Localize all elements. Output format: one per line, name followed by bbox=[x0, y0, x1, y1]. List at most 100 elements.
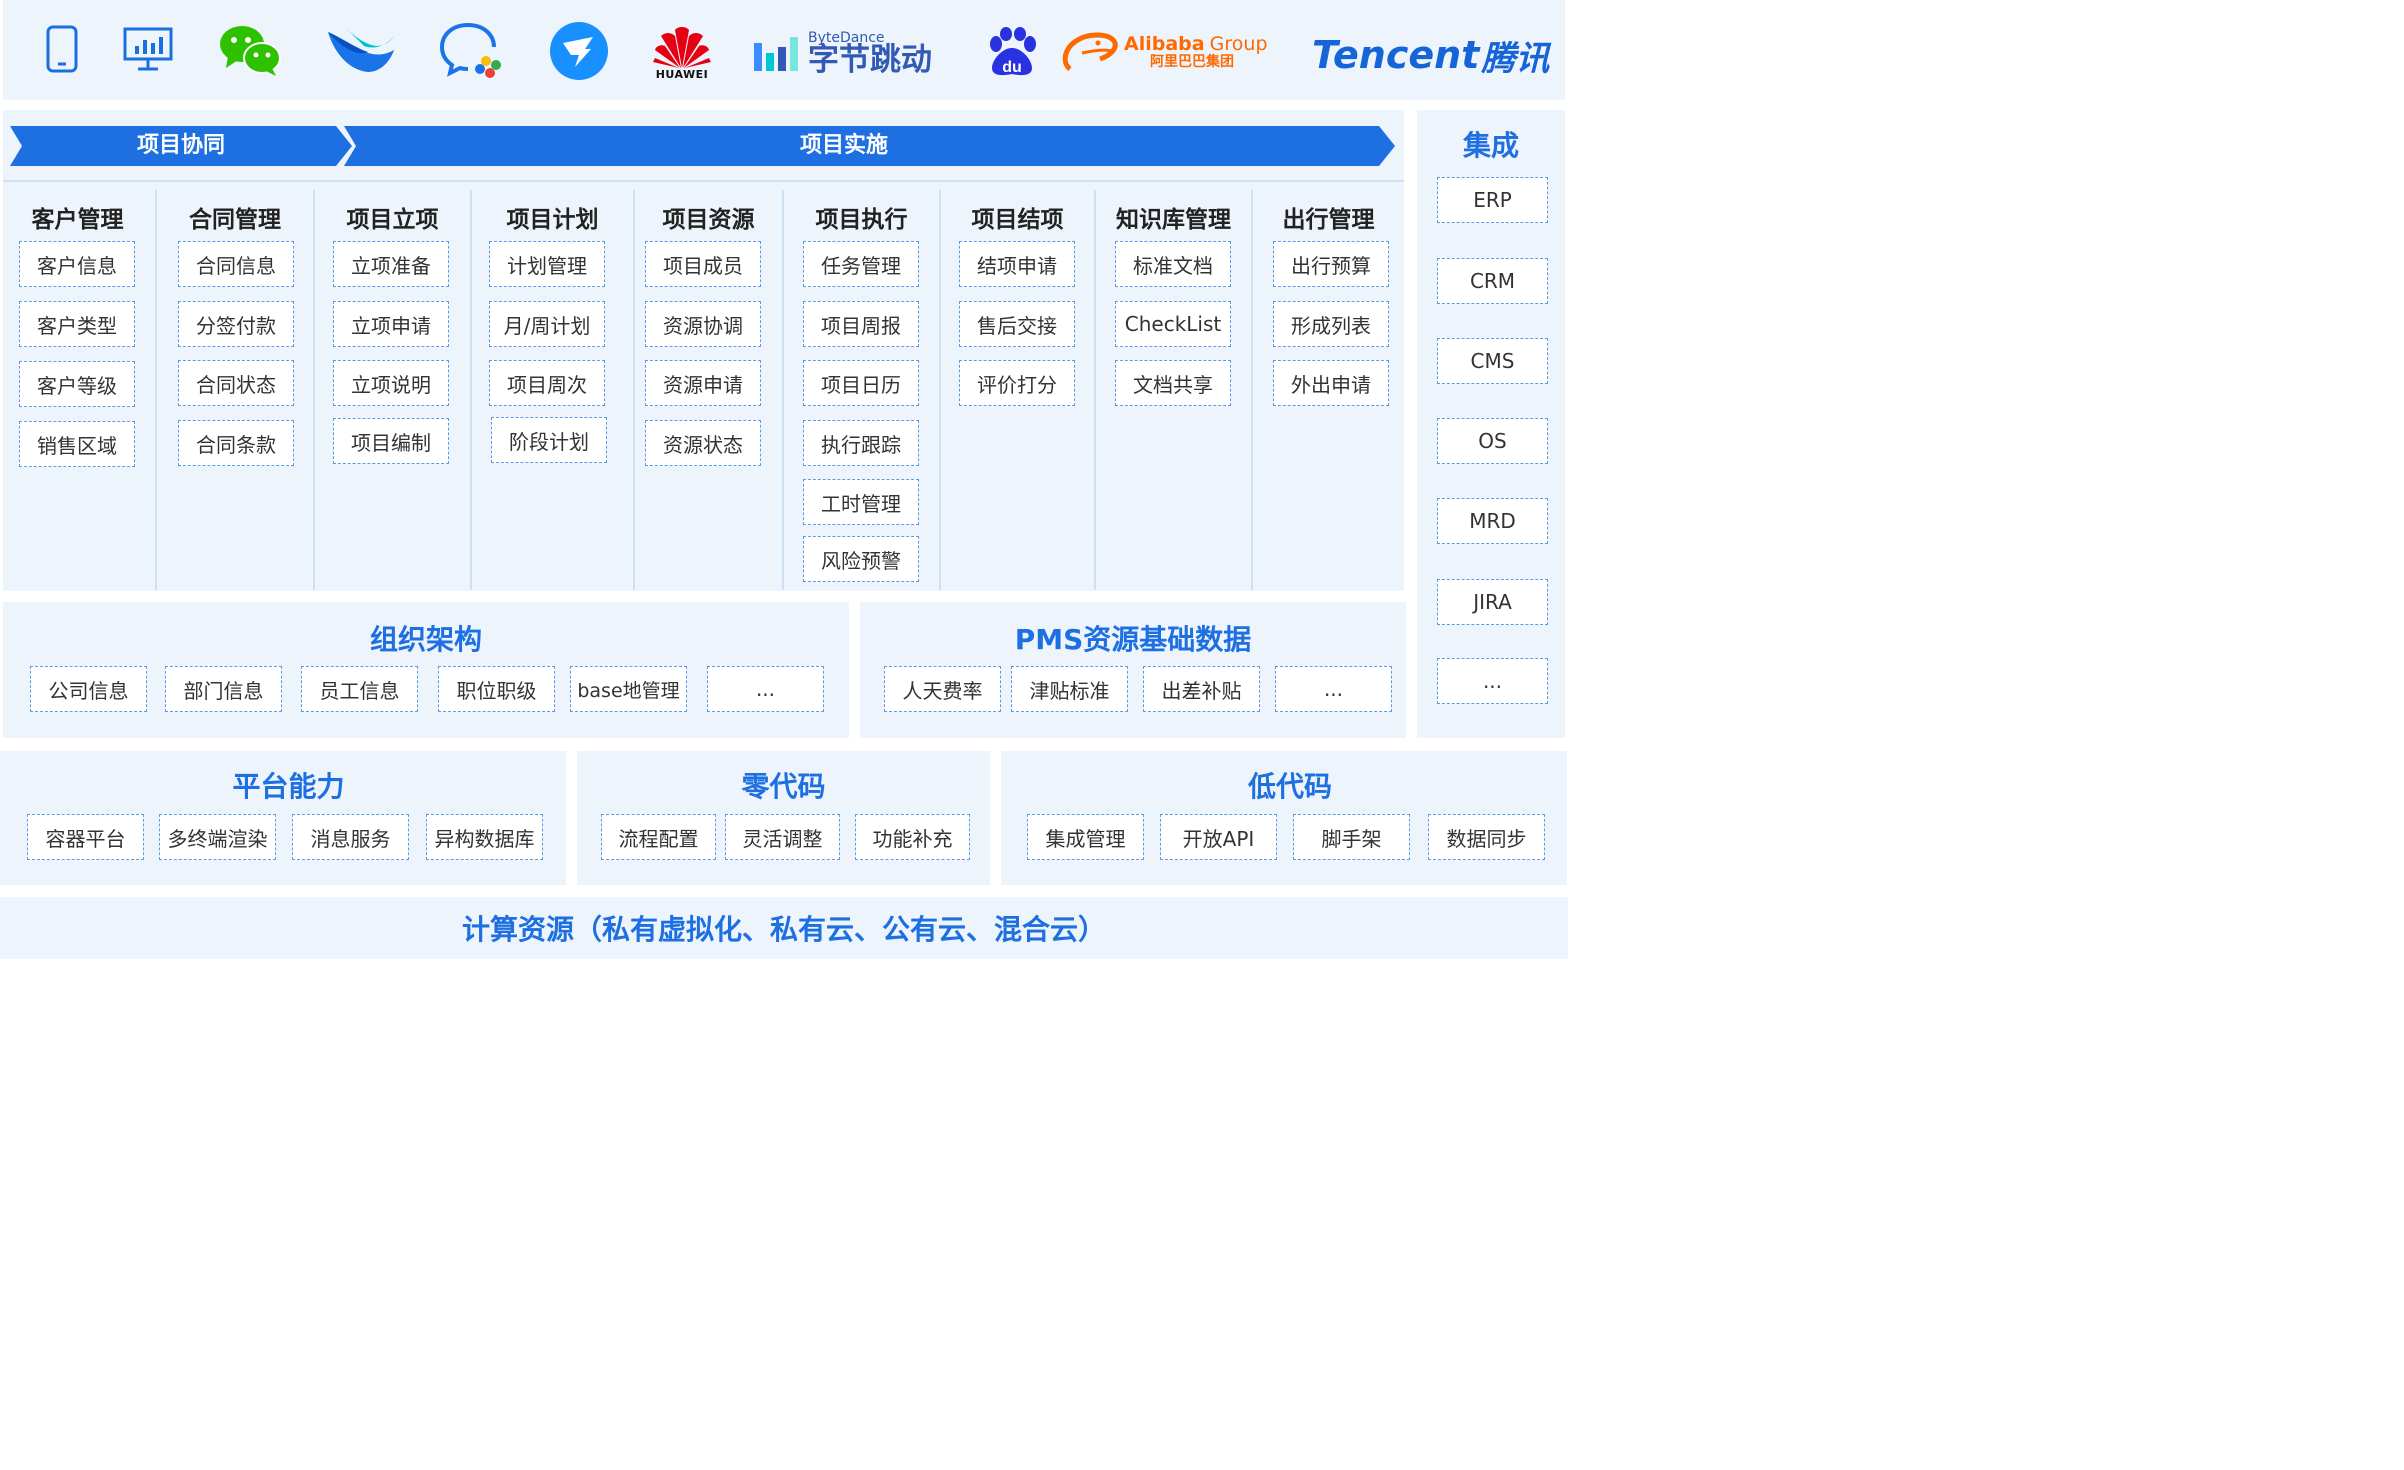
module-title-closure: 项目结项 bbox=[971, 207, 1064, 233]
pms-item[interactable]: 津贴标准 bbox=[1011, 666, 1128, 712]
module-item[interactable]: 合同条款 bbox=[178, 420, 294, 466]
module-item[interactable]: 形成列表 bbox=[1273, 301, 1389, 347]
org-item[interactable]: 公司信息 bbox=[30, 666, 147, 712]
module-item[interactable]: 月/周计划 bbox=[489, 301, 605, 347]
huawei-logo: HUAWEI bbox=[648, 18, 716, 86]
baidu-logo: du bbox=[984, 24, 1040, 80]
module-item[interactable]: 分签付款 bbox=[178, 301, 294, 347]
module-item[interactable]: 立项说明 bbox=[333, 360, 449, 406]
module-item[interactable]: 风险预警 bbox=[803, 536, 919, 582]
org-item[interactable]: 员工信息 bbox=[301, 666, 418, 712]
module-item[interactable]: 文档共享 bbox=[1115, 360, 1231, 406]
integration-item[interactable]: ERP bbox=[1437, 177, 1548, 223]
bytedance-small-wordmark: ByteDance bbox=[808, 29, 885, 46]
tencent-wordmark: Tencent bbox=[1312, 33, 1480, 77]
module-item[interactable]: 客户类型 bbox=[19, 301, 135, 347]
module-item[interactable]: 售后交接 bbox=[959, 301, 1075, 347]
org-item[interactable]: base地管理 bbox=[570, 666, 687, 712]
nocode-item[interactable]: 功能补充 bbox=[855, 814, 970, 860]
module-item[interactable]: CheckList bbox=[1115, 301, 1231, 347]
lowcode-item[interactable]: 数据同步 bbox=[1428, 814, 1545, 860]
module-title-knowledge: 知识库管理 bbox=[1116, 207, 1231, 233]
nocode-item[interactable]: 灵活调整 bbox=[725, 814, 840, 860]
desktop-icon bbox=[118, 22, 178, 76]
column-divider bbox=[470, 190, 472, 590]
platform-item[interactable]: 异构数据库 bbox=[426, 814, 543, 860]
module-title-plan: 项目计划 bbox=[506, 207, 599, 233]
nocode-item[interactable]: 流程配置 bbox=[601, 814, 716, 860]
alibaba-wordmark: Alibaba bbox=[1124, 32, 1205, 55]
column-divider bbox=[782, 190, 784, 590]
module-item[interactable]: 资源申请 bbox=[645, 360, 761, 406]
module-item[interactable]: 立项申请 bbox=[333, 301, 449, 347]
module-item[interactable]: 资源协调 bbox=[645, 301, 761, 347]
feishu-bird-icon bbox=[322, 20, 398, 80]
bytedance-logo: ByteDance 字节跳动 bbox=[752, 24, 948, 82]
org-item[interactable]: 部门信息 bbox=[165, 666, 282, 712]
banner-impl-arrow bbox=[344, 126, 1395, 166]
lowcode-item[interactable]: 脚手架 bbox=[1293, 814, 1410, 860]
module-item[interactable]: 资源状态 bbox=[645, 420, 761, 466]
platform-item[interactable]: 多终端渲染 bbox=[159, 814, 276, 860]
module-item[interactable]: 出行预算 bbox=[1273, 241, 1389, 287]
module-title-resource: 项目资源 bbox=[662, 207, 755, 233]
module-item[interactable]: 评价打分 bbox=[959, 360, 1075, 406]
platform-item[interactable]: 消息服务 bbox=[292, 814, 409, 860]
module-item[interactable]: 客户等级 bbox=[19, 361, 135, 407]
lowcode-item[interactable]: 开放API bbox=[1160, 814, 1277, 860]
module-item[interactable]: 外出申请 bbox=[1273, 360, 1389, 406]
alibaba-cn-wordmark: 阿里巴巴集团 bbox=[1150, 53, 1234, 70]
dingtalk-icon bbox=[546, 18, 612, 84]
alibaba-logo: Alibaba Group 阿里巴巴集团 bbox=[1062, 26, 1278, 78]
module-item[interactable]: 销售区域 bbox=[19, 421, 135, 467]
module-item[interactable]: 项目编制 bbox=[333, 418, 449, 464]
main-panel bbox=[3, 110, 1404, 591]
tencent-cn-wordmark: 腾讯 bbox=[1481, 38, 1550, 79]
module-item[interactable]: 合同状态 bbox=[178, 360, 294, 406]
integration-item[interactable]: CRM bbox=[1437, 258, 1548, 304]
module-title-contract: 合同管理 bbox=[189, 207, 281, 233]
platform-item[interactable]: 容器平台 bbox=[27, 814, 144, 860]
pms-item[interactable]: 人天费率 bbox=[884, 666, 1001, 712]
banner-underline bbox=[3, 180, 1404, 182]
integration-item[interactable]: OS bbox=[1437, 418, 1548, 464]
pms-item[interactable]: ... bbox=[1275, 666, 1392, 712]
module-item[interactable]: 阶段计划 bbox=[491, 417, 607, 463]
module-item[interactable]: 项目成员 bbox=[645, 241, 761, 287]
pms-item[interactable]: 出差补贴 bbox=[1143, 666, 1260, 712]
tencent-logo: Tencent 腾讯 bbox=[1312, 28, 1556, 82]
lowcode-title: 低代码 bbox=[1247, 770, 1332, 803]
bytedance-big-wordmark: 字节跳动 bbox=[808, 41, 932, 78]
integration-item[interactable]: JIRA bbox=[1437, 579, 1548, 625]
lowcode-item[interactable]: 集成管理 bbox=[1027, 814, 1144, 860]
alibaba-smile-icon bbox=[1062, 32, 1118, 71]
org-item[interactable]: ... bbox=[707, 666, 824, 712]
module-item[interactable]: 项目周次 bbox=[489, 360, 605, 406]
module-title-execution: 项目执行 bbox=[815, 207, 908, 233]
integration-item[interactable]: CMS bbox=[1437, 338, 1548, 384]
alibaba-group-wordmark: Group bbox=[1209, 32, 1268, 55]
module-item[interactable]: 项目周报 bbox=[803, 301, 919, 347]
column-divider bbox=[313, 190, 315, 590]
module-title-initiation: 项目立项 bbox=[346, 207, 439, 233]
column-divider bbox=[939, 190, 941, 590]
nocode-title: 零代码 bbox=[741, 770, 826, 803]
module-item[interactable]: 计划管理 bbox=[489, 241, 605, 287]
module-item[interactable]: 项目日历 bbox=[803, 360, 919, 406]
huawei-wordmark: HUAWEI bbox=[655, 67, 709, 81]
module-item[interactable]: 标准文档 bbox=[1115, 241, 1231, 287]
module-item[interactable]: 合同信息 bbox=[178, 241, 294, 287]
module-item[interactable]: 任务管理 bbox=[803, 241, 919, 287]
wechat-icon bbox=[214, 20, 286, 80]
banner-collab-label: 项目协同 bbox=[136, 133, 225, 158]
module-item[interactable]: 立项准备 bbox=[333, 241, 449, 287]
org-item[interactable]: 职位职级 bbox=[438, 666, 555, 712]
integration-item[interactable]: MRD bbox=[1437, 498, 1548, 544]
module-item[interactable]: 执行跟踪 bbox=[803, 420, 919, 466]
module-item[interactable]: 客户信息 bbox=[19, 241, 135, 287]
org-title: 组织架构 bbox=[369, 623, 482, 656]
module-item[interactable]: 工时管理 bbox=[803, 479, 919, 525]
integration-item[interactable]: ... bbox=[1437, 658, 1548, 704]
mobile-icon bbox=[40, 22, 84, 76]
module-item[interactable]: 结项申请 bbox=[959, 241, 1075, 287]
